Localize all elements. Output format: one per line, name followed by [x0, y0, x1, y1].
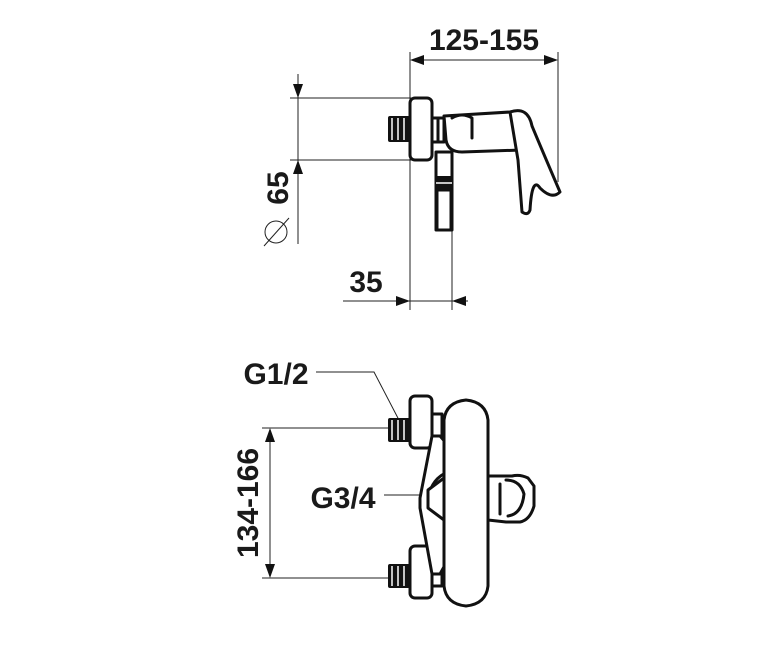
callout-inlet-thread: G1/2: [243, 358, 401, 423]
faucet-front-profile: [388, 394, 536, 608]
dimension-rosette-diameter: 65: [262, 74, 412, 247]
wall-offset-label: 35: [349, 266, 382, 299]
dimension-wall-offset: 35: [343, 230, 468, 310]
callout-outlet-thread: G3/4: [310, 482, 430, 515]
inlet-thread-label: G1/2: [243, 358, 308, 391]
front-view: G1/2 G3/4 134-166: [232, 358, 536, 608]
faucet-side-profile: [388, 96, 562, 232]
side-view: 125-155 65 35: [262, 24, 562, 310]
outlet-thread-label: G3/4: [310, 482, 375, 515]
inlet-spacing-label: 134-166: [232, 448, 265, 558]
dimension-inlet-spacing: 134-166: [232, 427, 414, 579]
diameter-symbol-icon: [263, 217, 290, 247]
rosette-diameter-label: 65: [262, 171, 295, 204]
dimension-projection-width: 125-155: [409, 24, 559, 310]
projection-width-label: 125-155: [429, 24, 539, 57]
